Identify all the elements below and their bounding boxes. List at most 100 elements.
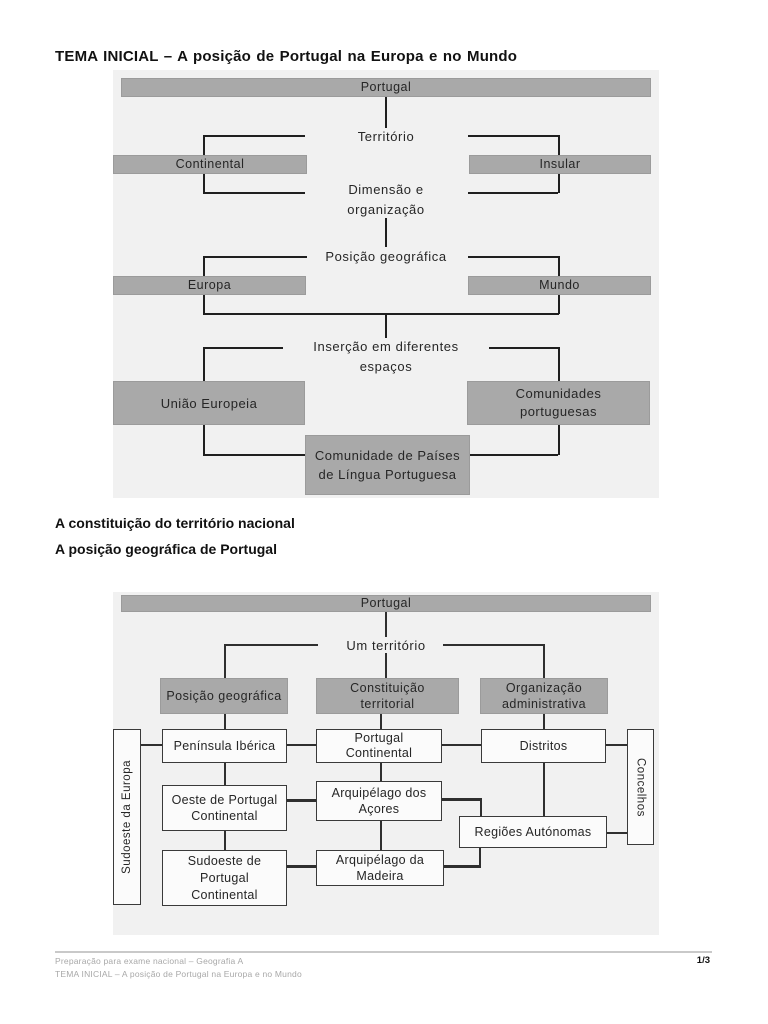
node-label-line: Oeste de Portugal bbox=[171, 793, 278, 807]
node-label: Sudoeste da Europa bbox=[121, 760, 133, 874]
connector bbox=[606, 744, 627, 746]
node-distritos: Distritos bbox=[481, 729, 606, 763]
node-label-line: de Língua Portuguesa bbox=[318, 467, 457, 482]
node-cplp: Comunidade de Países de Língua Portugues… bbox=[305, 435, 470, 495]
connector bbox=[479, 848, 481, 866]
connector bbox=[543, 714, 545, 729]
node-label: União Europeia bbox=[160, 395, 258, 411]
node-posicao-geografica: Posição geográfica bbox=[160, 678, 288, 714]
connector bbox=[287, 799, 316, 802]
section-heading-constituicao: A constituição do território nacional bbox=[55, 515, 295, 531]
connector bbox=[224, 831, 226, 850]
node-arquipelago-acores: Arquipélago dos Açores bbox=[316, 781, 442, 821]
page-title: TEMA INICIAL – A posição de Portugal na … bbox=[55, 48, 518, 65]
connector bbox=[385, 653, 387, 678]
node-arquipelago-madeira: Arquipélago da Madeira bbox=[316, 850, 444, 886]
node-label-line: administrativa bbox=[501, 697, 587, 711]
connector bbox=[141, 744, 162, 746]
node-comunidades-portuguesas: Comunidades portuguesas bbox=[467, 381, 650, 425]
node-constituicao-territorial: Constituição territorial bbox=[316, 678, 459, 714]
node-label: Regiões Autónomas bbox=[474, 825, 592, 839]
connector bbox=[224, 644, 226, 678]
node-portugal: Portugal bbox=[121, 78, 651, 97]
connector bbox=[203, 313, 559, 315]
node-portugal-continental: Portugal Continental bbox=[316, 729, 442, 763]
node-label: Europa bbox=[187, 278, 232, 292]
node-regioes-autonomas: Regiões Autónomas bbox=[459, 816, 607, 848]
node-label-line: Madeira bbox=[356, 869, 404, 883]
connector bbox=[203, 347, 283, 349]
node-label-line: Açores bbox=[358, 802, 400, 816]
connector bbox=[380, 821, 382, 850]
connector bbox=[203, 192, 305, 194]
footer-text-line1: Preparação para exame nacional – Geograf… bbox=[55, 956, 244, 966]
diagram-portugal-europa-mundo: Portugal Território Continental Insular … bbox=[113, 70, 659, 498]
connector bbox=[203, 256, 307, 258]
connector bbox=[607, 832, 627, 834]
node-label: Continental bbox=[175, 157, 245, 171]
node-label-line: Constituição bbox=[350, 681, 425, 695]
connector bbox=[470, 454, 558, 456]
node-label: Portugal bbox=[360, 596, 412, 610]
connector bbox=[385, 612, 387, 637]
node-insular: Insular bbox=[469, 155, 651, 174]
node-label-line: Continental bbox=[191, 809, 258, 823]
node-sudoeste-da-europa: Sudoeste da Europa bbox=[113, 729, 141, 905]
node-label-line: Continental bbox=[191, 887, 258, 902]
footer-divider bbox=[55, 951, 712, 953]
connector bbox=[385, 313, 387, 338]
node-label-line: Sudoeste de bbox=[187, 853, 262, 868]
connector bbox=[224, 763, 226, 785]
node-label-line: Organização bbox=[505, 681, 583, 695]
connector bbox=[468, 135, 558, 137]
node-label-line: Comunidade de Países bbox=[314, 448, 461, 463]
node-label: Península Ibérica bbox=[173, 739, 276, 753]
node-label: Posição geográfica bbox=[166, 688, 282, 703]
node-continental: Continental bbox=[113, 155, 307, 174]
node-uniao-europeia: União Europeia bbox=[113, 381, 305, 425]
node-label-line: Arquipélago dos bbox=[331, 786, 427, 800]
node-mundo: Mundo bbox=[468, 276, 651, 295]
connector bbox=[543, 762, 545, 816]
node-label: Concelhos bbox=[634, 757, 647, 817]
connector bbox=[380, 763, 382, 781]
connector bbox=[287, 865, 316, 868]
connector bbox=[224, 714, 226, 729]
connector bbox=[385, 97, 387, 128]
connector bbox=[468, 256, 558, 258]
connector bbox=[442, 798, 482, 801]
section-heading-posicao: A posição geográfica de Portugal bbox=[55, 541, 277, 557]
connector bbox=[468, 192, 558, 194]
connector bbox=[543, 644, 545, 678]
node-label: Mundo bbox=[539, 278, 580, 292]
connector bbox=[224, 644, 318, 646]
node-oeste-portugal-continental: Oeste de Portugal Continental bbox=[162, 785, 287, 831]
connector bbox=[444, 865, 481, 868]
node-label-line: Dimensão e bbox=[348, 182, 424, 197]
node-dimensao-organizacao: Dimensão e organização bbox=[113, 180, 659, 220]
node-portugal: Portugal bbox=[121, 595, 651, 612]
node-label: Insular bbox=[539, 157, 581, 171]
node-label-line: territorial bbox=[360, 697, 415, 711]
connector bbox=[203, 454, 305, 456]
node-label-line: portuguesas bbox=[519, 404, 598, 419]
connector bbox=[203, 135, 305, 137]
page-number: 1/3 bbox=[696, 955, 710, 966]
connector bbox=[489, 347, 558, 349]
node-concelhos: Concelhos bbox=[627, 729, 654, 845]
connector bbox=[443, 644, 543, 646]
connector bbox=[442, 744, 481, 746]
node-label: Portugal bbox=[360, 80, 412, 94]
footer-text-line2: TEMA INICIAL – A posição de Portugal na … bbox=[55, 969, 302, 979]
node-label-line: Arquipélago da bbox=[335, 853, 425, 867]
connector bbox=[380, 714, 382, 729]
node-territorio: Território bbox=[357, 129, 415, 144]
connector bbox=[385, 218, 387, 247]
diagram-territorio-nacional: Portugal Um território Posição geográfic… bbox=[113, 592, 659, 935]
connector bbox=[287, 744, 316, 746]
node-label-line: Portugal bbox=[354, 731, 404, 745]
node-peninsula-iberica: Península Ibérica bbox=[162, 729, 287, 763]
node-label-line: Inserção em diferentes bbox=[313, 339, 459, 354]
node-posicao-geografica: Posição geográfica bbox=[325, 249, 447, 264]
